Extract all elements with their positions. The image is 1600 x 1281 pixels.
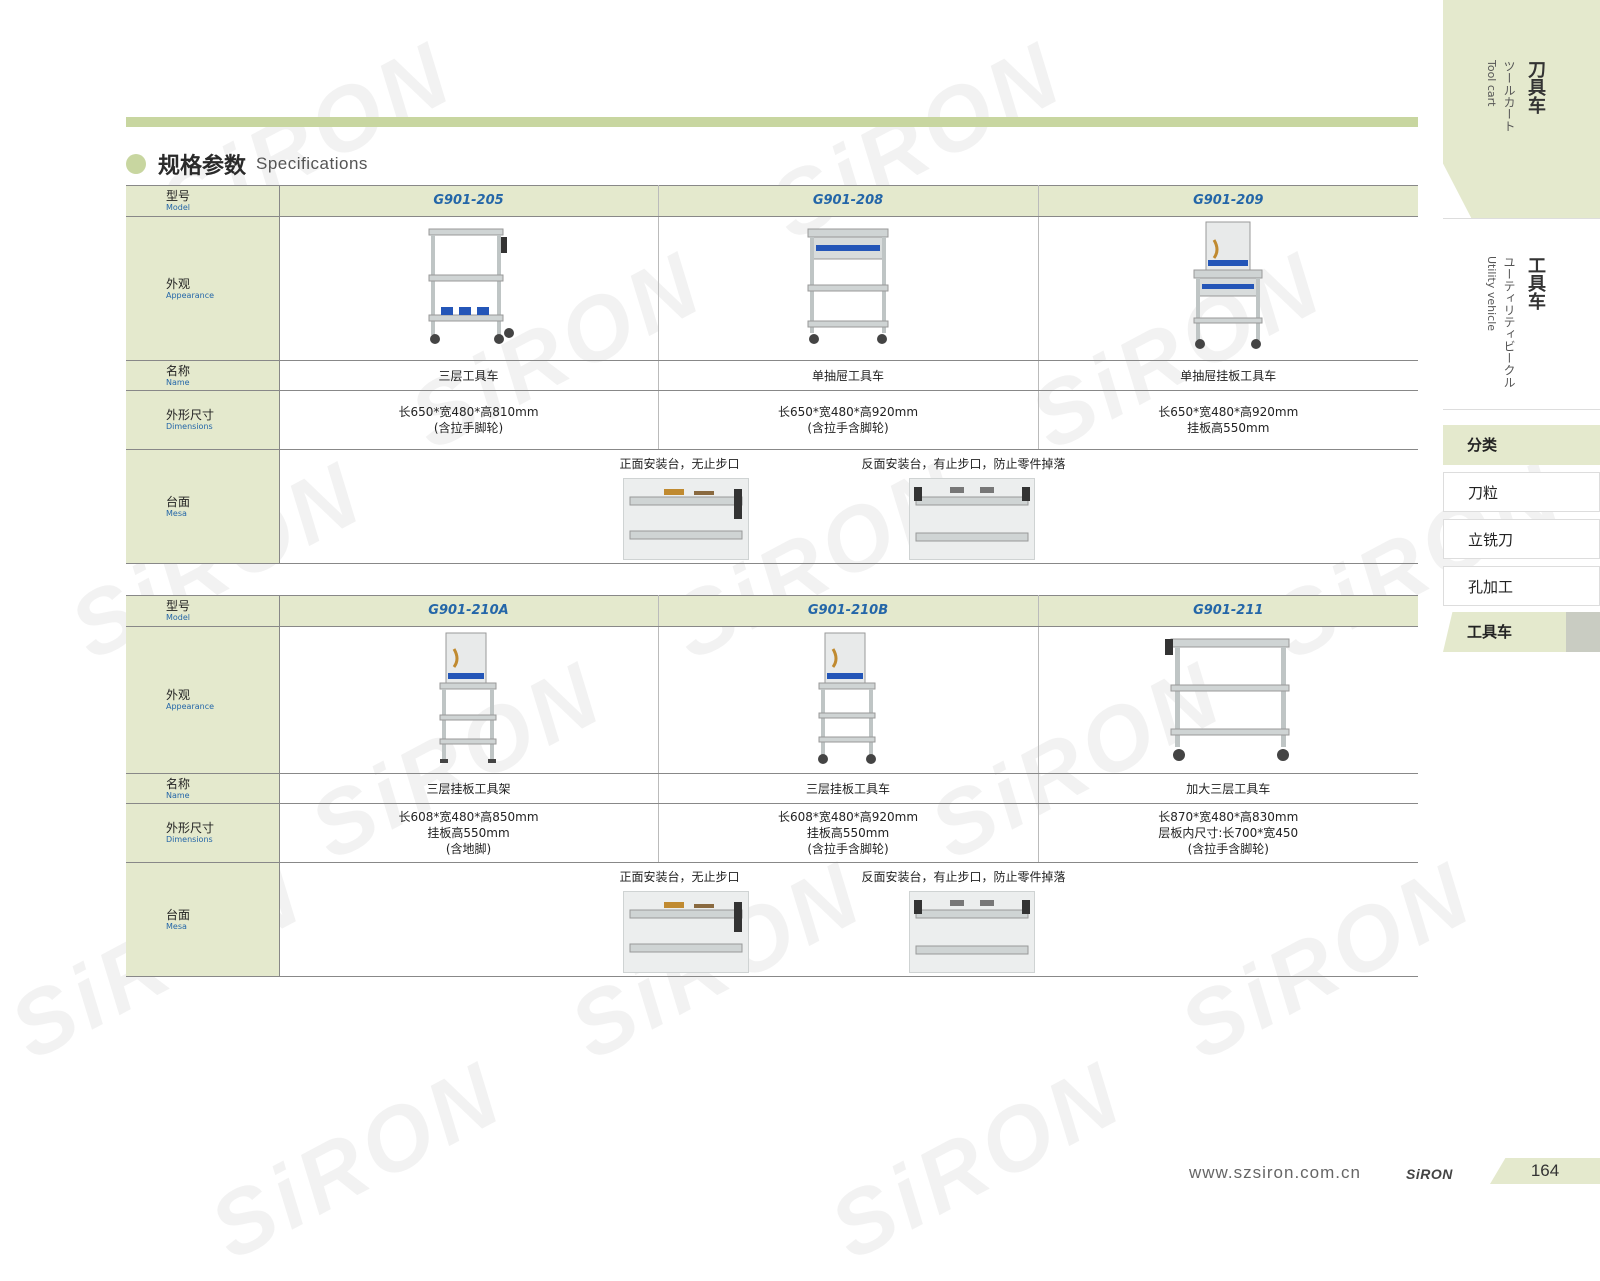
product-image-cell <box>658 626 1039 774</box>
category-item-hole-machining[interactable]: 孔加工 <box>1443 566 1600 606</box>
mesa-back-image <box>908 890 1035 973</box>
model-cell: G901-210B <box>658 595 1039 627</box>
side-tab-utility-zh: 工具车 <box>1525 256 1546 310</box>
single-drawer-cart-image <box>807 228 889 344</box>
name-cell: 单抽屉工具车 <box>658 360 1039 391</box>
name-cell: 三层工具车 <box>279 360 659 391</box>
mesa-front-image <box>622 890 749 973</box>
side-tab-tool-cart-zh: 刀具车 <box>1525 60 1546 114</box>
watermark: SiRON <box>194 1042 520 1280</box>
mesa-cell: 正面安装台，无止步口 反面安装台，有止步口，防止零件掉落 <box>279 449 1418 564</box>
side-tab-tool-cart-jp: ツールカート <box>1502 60 1516 132</box>
name-cell: 三层挂板工具架 <box>279 773 659 804</box>
footer-url: www.szsiron.com.cn <box>1189 1163 1361 1182</box>
category-item-inserts[interactable]: 刀粒 <box>1443 472 1600 512</box>
dimensions-cell: 长650*宽480*高920mm(含拉手含脚轮) <box>658 390 1039 450</box>
side-tab-tool-cart-en: Tool cart <box>1485 60 1498 107</box>
name-cell: 三层挂板工具车 <box>658 773 1039 804</box>
mesa-back-caption: 反面安装台，有止步口，防止零件掉落 <box>861 869 1066 884</box>
side-tab-utility-jp: ユーティリティビークル <box>1502 256 1516 388</box>
mesa-front-caption: 正面安装台，无止步口 <box>619 456 740 471</box>
product-image-cell <box>1038 626 1418 774</box>
model-cell: G901-209 <box>1038 185 1418 217</box>
three-tier-cart-image <box>428 228 514 344</box>
model-cell: G901-210A <box>279 595 659 627</box>
product-image-cell <box>1038 216 1418 361</box>
name-cell: 加大三层工具车 <box>1038 773 1418 804</box>
page-number: 164 <box>1490 1158 1600 1184</box>
product-image-cell <box>658 216 1039 361</box>
mesa-back-image <box>908 477 1035 560</box>
side-tab-utility-en: Utility vehicle <box>1485 256 1498 332</box>
product-image-cell <box>279 626 659 774</box>
footer-logo: SiRON <box>1406 1166 1453 1182</box>
mesa-cell: 正面安装台，无止步口 反面安装台，有止步口，防止零件掉落 <box>279 862 1418 977</box>
bullet-icon <box>126 154 146 174</box>
category-item-end-mills[interactable]: 立铣刀 <box>1443 519 1600 559</box>
model-cell: G901-211 <box>1038 595 1418 627</box>
pegboard-cart-image <box>818 632 876 764</box>
large-three-tier-cart-image <box>1165 638 1290 761</box>
top-accent-bar <box>126 117 1418 127</box>
side-tab-tool-cart[interactable] <box>1443 0 1600 218</box>
category-heading: 分类 <box>1443 425 1600 465</box>
watermark: SiRON <box>814 1042 1140 1280</box>
active-tab-marker <box>1566 612 1600 652</box>
product-image-cell <box>279 216 659 361</box>
dimensions-cell: 长650*宽480*高810mm(含拉手脚轮) <box>279 390 659 450</box>
section-header: 规格参数 Specifications <box>126 148 368 180</box>
mesa-front-caption: 正面安装台，无止步口 <box>619 869 740 884</box>
model-cell: G901-208 <box>658 185 1039 217</box>
mesa-back-caption: 反面安装台，有止步口，防止零件掉落 <box>861 456 1066 471</box>
mesa-front-image <box>622 477 749 560</box>
side-tab-utility-vehicle[interactable] <box>1443 218 1600 410</box>
pegboard-drawer-cart-image <box>1193 221 1263 349</box>
section-title-en: Specifications <box>256 154 368 173</box>
pegboard-rack-image <box>439 632 496 763</box>
model-cell: G901-205 <box>279 185 659 217</box>
section-title-zh: 规格参数 <box>158 154 247 179</box>
name-cell: 单抽屉挂板工具车 <box>1038 360 1418 391</box>
